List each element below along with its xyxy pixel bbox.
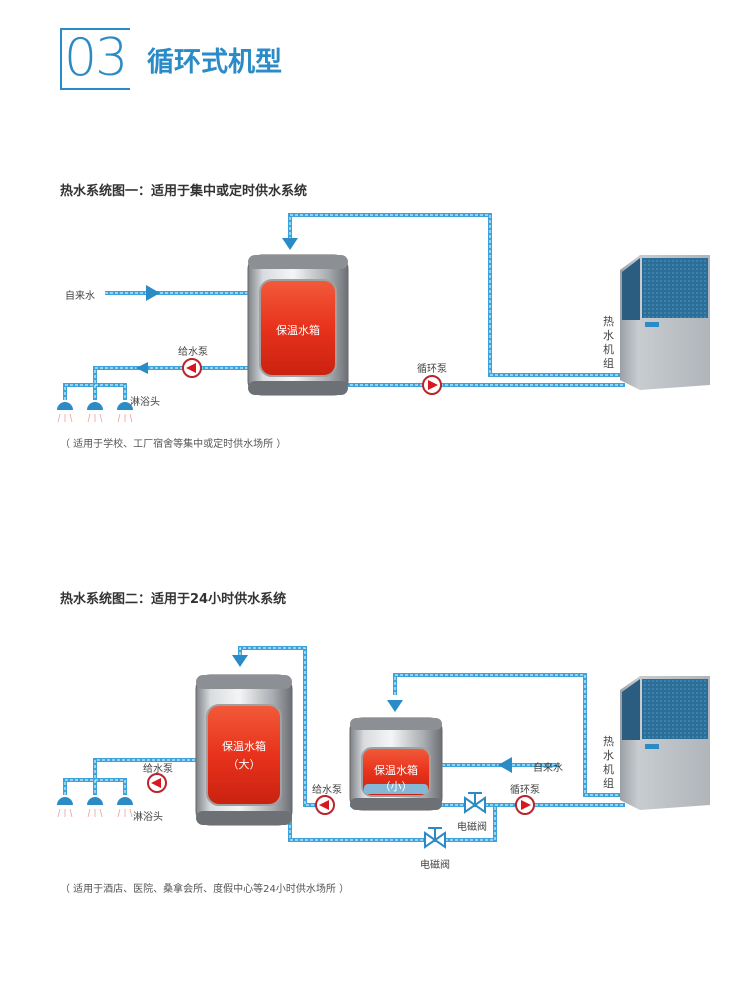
supply-pump-left <box>147 773 167 793</box>
solenoid-valve-lower <box>424 827 446 849</box>
large-tank <box>195 674 293 826</box>
flow-arrow-tap <box>146 285 160 301</box>
page-title: 循环式机型 <box>147 47 282 78</box>
label-shower-head-2: 淋浴头 <box>133 812 163 823</box>
flow-arrow-return <box>282 238 298 250</box>
diagram2-title: 热水系统图二：适用于24小时供水系统 <box>60 592 287 607</box>
label-large-tank: 保温水箱 <box>222 740 266 753</box>
circulation-pump-2 <box>515 795 535 815</box>
label-shower-head: 淋浴头 <box>130 397 160 408</box>
label-supply-pump-left: 给水泵 <box>143 764 173 775</box>
label-heat-unit: 热水机组 <box>603 315 614 370</box>
pipe-supply <box>93 366 258 385</box>
label-tap-water: 自来水 <box>65 291 95 302</box>
shower-heads-1 <box>57 402 133 410</box>
heat-pump-unit-1 <box>620 255 710 390</box>
label-tap-water-2: 自来水 <box>533 763 563 774</box>
header-frame <box>60 28 130 90</box>
label-heat-unit-2: 热水机组 <box>603 735 614 790</box>
supply-pump-mid <box>315 795 335 815</box>
label-supply-pump: 给水泵 <box>178 347 208 358</box>
label-circulation-pump-2: 循环泵 <box>510 785 540 796</box>
supply-pump-1 <box>182 358 202 378</box>
label-supply-pump-mid: 给水泵 <box>312 785 342 796</box>
diagram1-note: （ 适用于学校、工厂宿舍等集中或定时供水场所 ） <box>60 439 287 450</box>
circulation-pump-1 <box>422 375 442 395</box>
label-solenoid-valve-upper: 电磁阀 <box>457 822 487 833</box>
section-number: 03 <box>64 28 128 88</box>
label-small-tank: 保温水箱 <box>374 764 418 777</box>
small-tank <box>349 717 443 811</box>
label-small-tank-size: （小） <box>379 780 413 793</box>
label-tank: 保温水箱 <box>276 324 320 337</box>
label-large-tank-size: （大） <box>227 758 261 771</box>
insulated-tank <box>247 254 349 396</box>
flow-arrow-supply <box>136 362 148 374</box>
diagram1-title: 热水系统图一：适用于集中或定时供水系统 <box>60 184 308 199</box>
label-circulation-pump: 循环泵 <box>417 364 447 375</box>
label-solenoid-valve-lower: 电磁阀 <box>420 860 450 871</box>
solenoid-valve-upper <box>464 792 486 814</box>
diagram2-note: （ 适用于酒店、医院、桑拿会所、度假中心等24小时供水场所 ） <box>60 884 350 895</box>
heat-pump-unit-2 <box>620 676 710 810</box>
